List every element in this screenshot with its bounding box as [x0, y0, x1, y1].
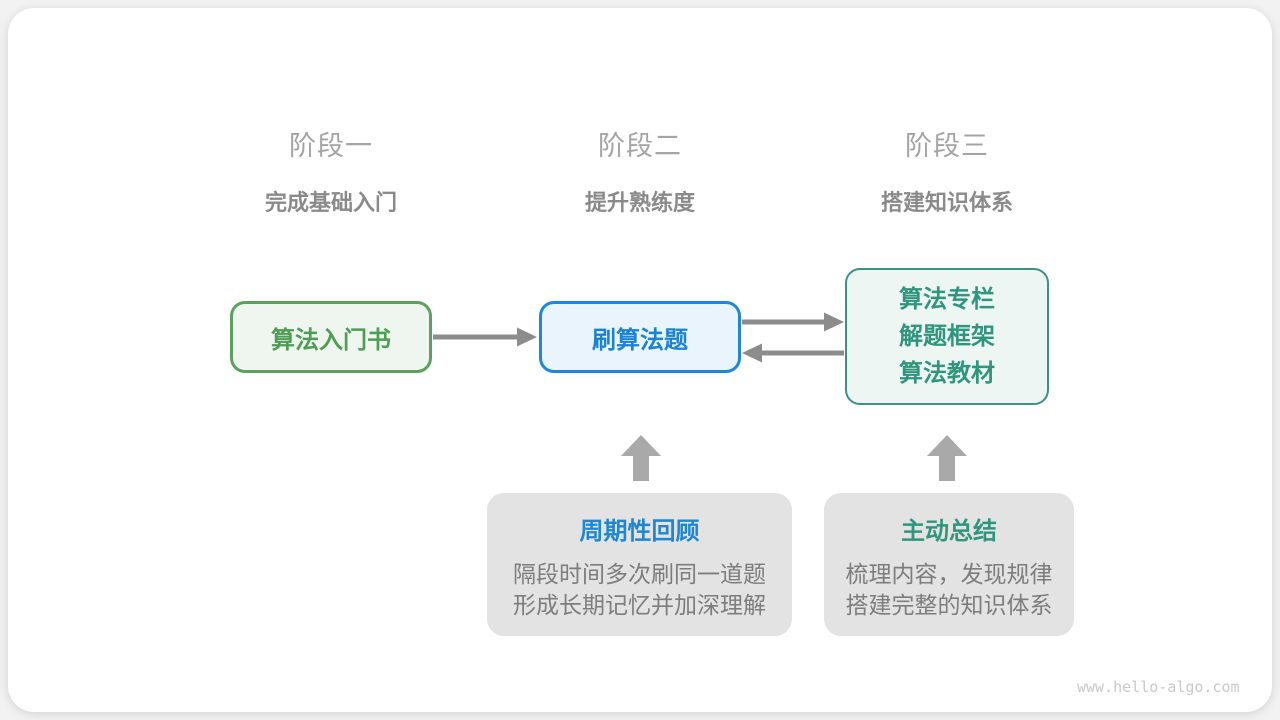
node-resources-line-2: 解题框架: [899, 323, 995, 350]
stage-2-title: 阶段二: [598, 131, 682, 161]
stage-1-title: 阶段一: [289, 131, 373, 161]
node-intro-book: 算法入门书: [230, 301, 432, 373]
node-practice-label: 刷算法题: [592, 326, 688, 354]
node-resources-line-3: 算法教材: [899, 360, 995, 387]
note-active-summary: 主动总结 梳理内容，发现规律 搭建完整的知识体系: [824, 493, 1074, 636]
note-active-summary-line-2: 搭建完整的知识体系: [845, 592, 1053, 618]
note-periodic-review-line-2: 形成长期记忆并加深理解: [513, 592, 766, 618]
node-intro-book-label: 算法入门书: [271, 326, 391, 354]
node-practice: 刷算法题: [539, 301, 741, 373]
node-resources: 算法专栏 解题框架 算法教材: [845, 268, 1049, 405]
stage-3-subtitle: 搭建知识体系: [880, 190, 1013, 215]
note-periodic-review: 周期性回顾 隔段时间多次刷同一道题 形成长期记忆并加深理解: [487, 493, 792, 636]
stage-3-title: 阶段三: [905, 131, 989, 161]
block-arrow-up-summary-icon: [927, 435, 967, 481]
note-active-summary-line-1: 梳理内容，发现规律: [845, 561, 1053, 587]
stage-1-subtitle: 完成基础入门: [264, 190, 397, 215]
arrow-right-stage1-to-stage2-icon: [433, 327, 537, 347]
node-resources-line-1: 算法专栏: [899, 286, 995, 313]
note-active-summary-title: 主动总结: [901, 518, 997, 545]
note-periodic-review-title: 周期性回顾: [579, 518, 700, 545]
arrow-right-stage2-to-stage3-icon: [742, 312, 844, 332]
stage-2-subtitle: 提升熟练度: [584, 190, 695, 215]
block-arrow-up-review-icon: [621, 435, 661, 481]
note-active-summary-body: 梳理内容，发现规律 搭建完整的知识体系: [824, 559, 1074, 621]
stage-2-header: 阶段二 提升熟练度: [530, 124, 750, 217]
stage-3-header: 阶段三 搭建知识体系: [837, 124, 1057, 217]
watermark: www.hello-algo.com: [1077, 678, 1240, 696]
note-periodic-review-line-1: 隔段时间多次刷同一道题: [513, 561, 766, 587]
arrow-left-stage3-to-stage2-icon: [742, 343, 844, 363]
stage-1-header: 阶段一 完成基础入门: [221, 124, 441, 217]
note-periodic-review-body: 隔段时间多次刷同一道题 形成长期记忆并加深理解: [487, 559, 792, 621]
